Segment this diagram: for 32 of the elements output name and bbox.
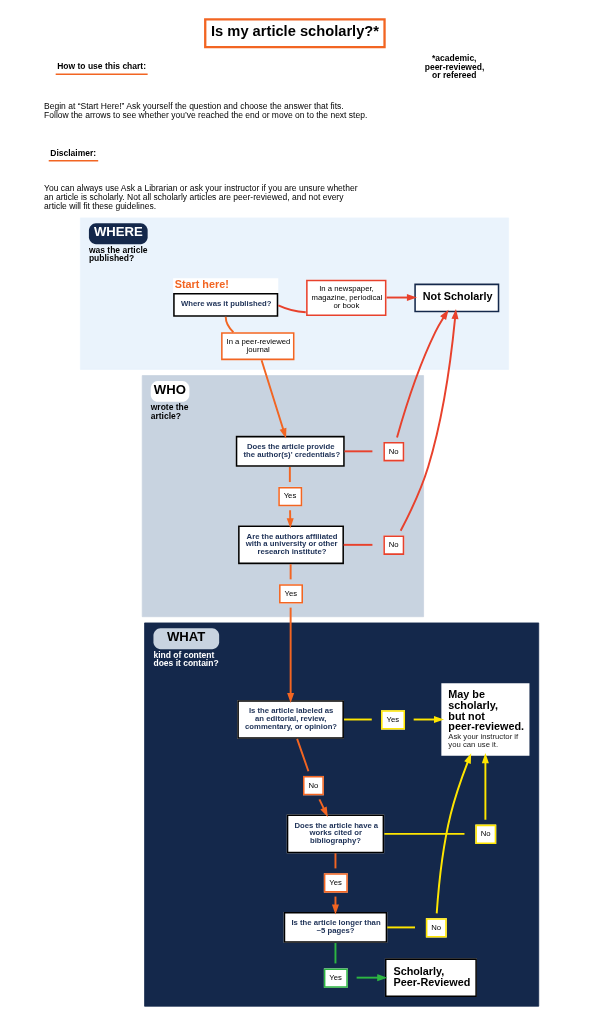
arrow [287, 606, 295, 703]
node-box: May be scholarly, but not peer-reviewed. Ask your instructor if you can use it. [441, 683, 530, 756]
arrow [260, 359, 287, 439]
arrow [435, 753, 472, 915]
label: Disclaimer: [50, 147, 97, 158]
arrow [412, 716, 445, 724]
arrow [399, 309, 459, 532]
arrow [355, 974, 388, 982]
connector [343, 718, 373, 721]
connector [289, 563, 292, 581]
connector [383, 832, 466, 835]
connector [296, 737, 310, 773]
connector [288, 466, 291, 484]
label: Begin at “Start Here!” Ask yourself the question and choose the answer that fits. Follow the arrows to see whether you’ve reached the end or move on to the next step. [44, 100, 368, 121]
connector [386, 926, 416, 929]
connector [224, 315, 235, 334]
diagram-title: Is my article scholarly?* [211, 23, 380, 40]
arrow [396, 309, 449, 439]
connector [334, 942, 337, 965]
label: How to use this chart: [57, 61, 147, 72]
label: *academic, peer-reviewed, or refereed [424, 53, 485, 81]
connector [343, 450, 374, 453]
arrow [286, 509, 294, 529]
node-label: Start here! [174, 277, 229, 290]
arrow [331, 895, 339, 915]
arrow [481, 753, 489, 821]
label: You can always use Ask a Librarian or ask your instructor if you are unsure whether an article is scholarly. Not all scholarly articles are peer-reviewed, and not every article will fit these guidelines. [44, 182, 358, 212]
connector [334, 852, 337, 870]
arrow [385, 294, 417, 302]
connector [342, 543, 374, 546]
connector [277, 304, 307, 314]
arrow [318, 798, 328, 818]
